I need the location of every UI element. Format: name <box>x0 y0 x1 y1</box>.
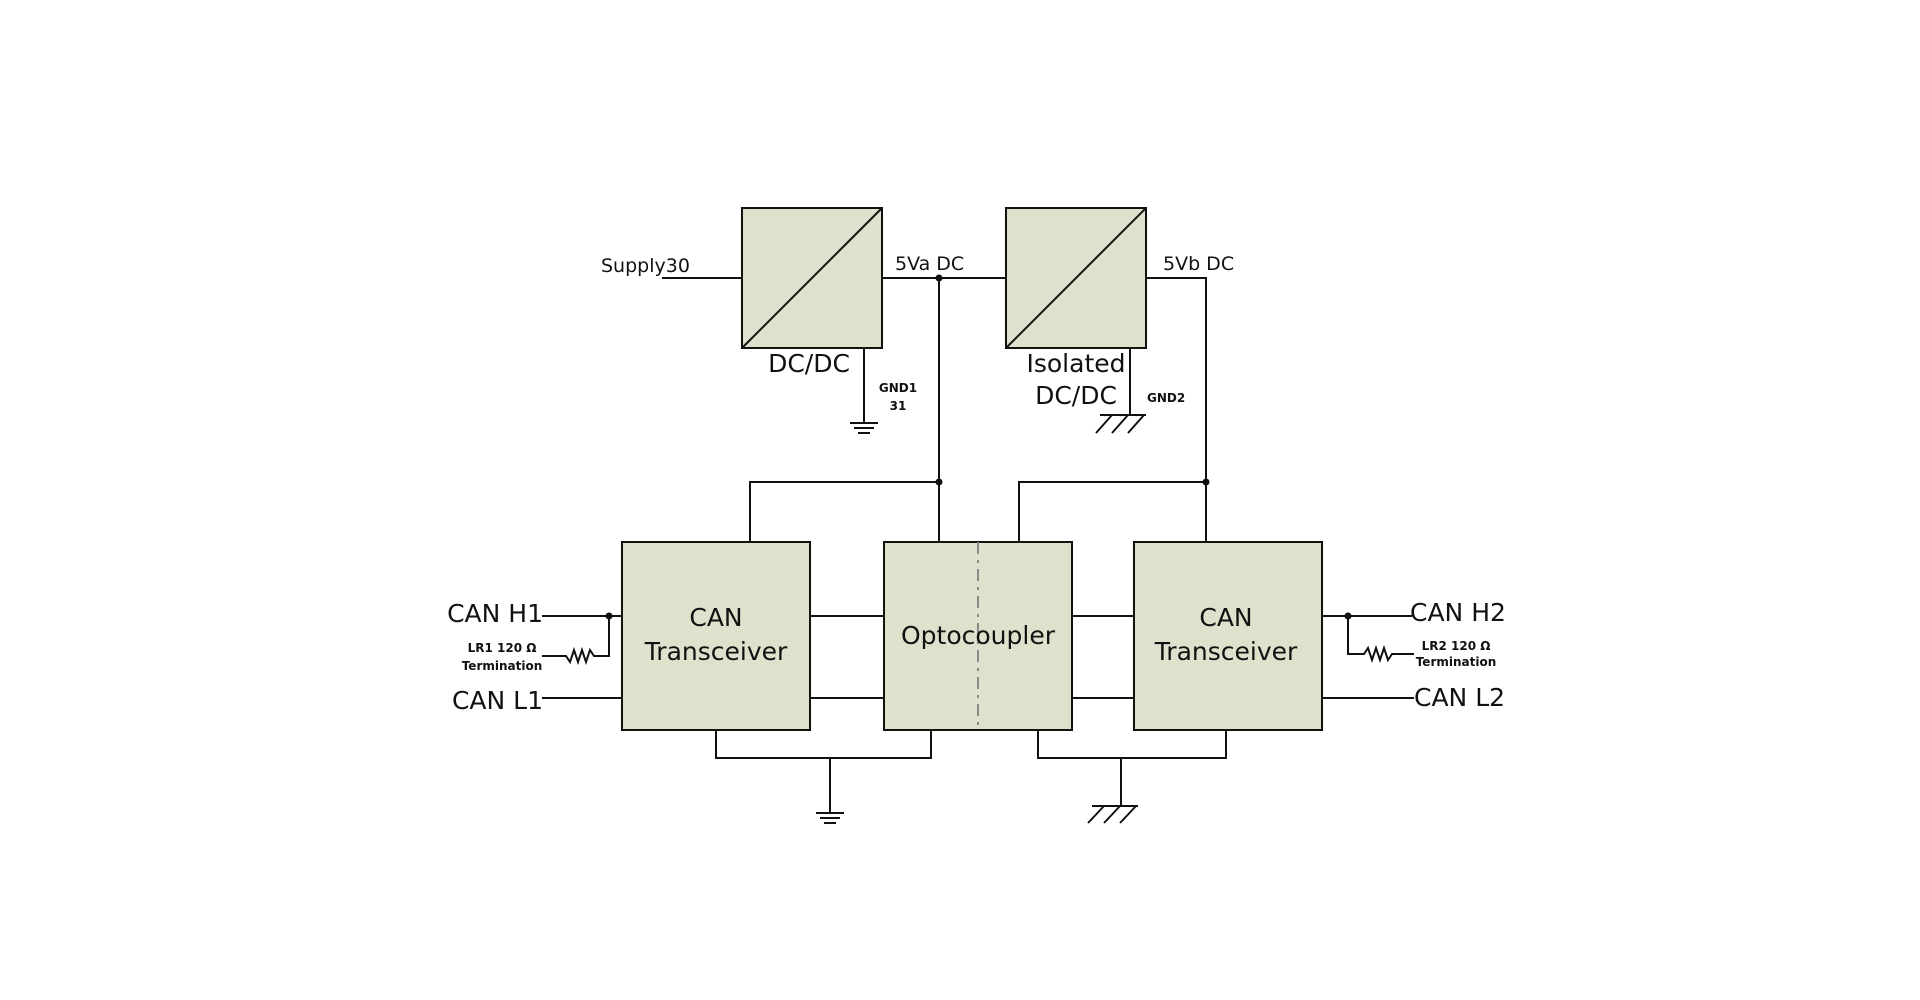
optocoupler-label: Optocoupler <box>901 621 1056 650</box>
right-chassis-ground-icon <box>1087 805 1138 824</box>
optocoupler-block <box>883 541 1073 731</box>
can-l1-label: CAN L1 <box>452 686 543 715</box>
can-h2-label: CAN H2 <box>1410 598 1506 627</box>
left-transceiver-label-line1: CAN <box>689 603 742 632</box>
left-transceiver-label-line2: Transceiver <box>644 637 788 666</box>
5vb-wire <box>1146 277 1207 542</box>
right-ground-bus-wire <box>1037 730 1227 759</box>
lr1-label-line1: LR1 120 Ω <box>468 641 537 655</box>
lr1-termination-wire <box>542 616 610 666</box>
right-transceiver-label-line2: Transceiver <box>1154 637 1298 666</box>
5va-to-left-transceiver-wire <box>749 481 939 542</box>
gnd1-label-line2: 31 <box>890 399 907 413</box>
gnd2-chassis-ground-icon <box>1095 414 1146 434</box>
dcdc-label: DC/DC <box>768 349 850 378</box>
5vb-label: 5Vb DC <box>1163 253 1234 275</box>
dcdc-converter <box>741 207 883 349</box>
5vb-to-optocoupler-wire <box>1018 481 1206 542</box>
can-l2-label: CAN L2 <box>1414 683 1505 712</box>
supply-label: Supply30 <box>601 255 690 277</box>
isolated-dcdc-label-line1: Isolated <box>1026 349 1125 378</box>
lr2-termination-wire <box>1347 616 1414 664</box>
gnd2-label: GND2 <box>1147 391 1185 405</box>
can-transceiver-left <box>621 541 811 731</box>
can-transceiver-right <box>1133 541 1323 731</box>
right-transceiver-label-line1: CAN <box>1199 603 1252 632</box>
left-ground-bus-wire <box>715 730 932 759</box>
lr2-label-line2: Termination <box>1416 655 1497 669</box>
5va-label: 5Va DC <box>895 253 964 275</box>
left-ground-icon <box>816 812 844 824</box>
gnd1-ground-icon <box>850 422 878 434</box>
lr1-label-line2: Termination <box>462 659 543 673</box>
isolated-dcdc-label-line2: DC/DC <box>1035 381 1117 410</box>
gnd1-label-line1: GND1 <box>879 381 917 395</box>
can-h1-label: CAN H1 <box>447 599 543 628</box>
isolated-dcdc-converter <box>1005 207 1147 349</box>
lr2-label-line1: LR2 120 Ω <box>1422 639 1491 653</box>
